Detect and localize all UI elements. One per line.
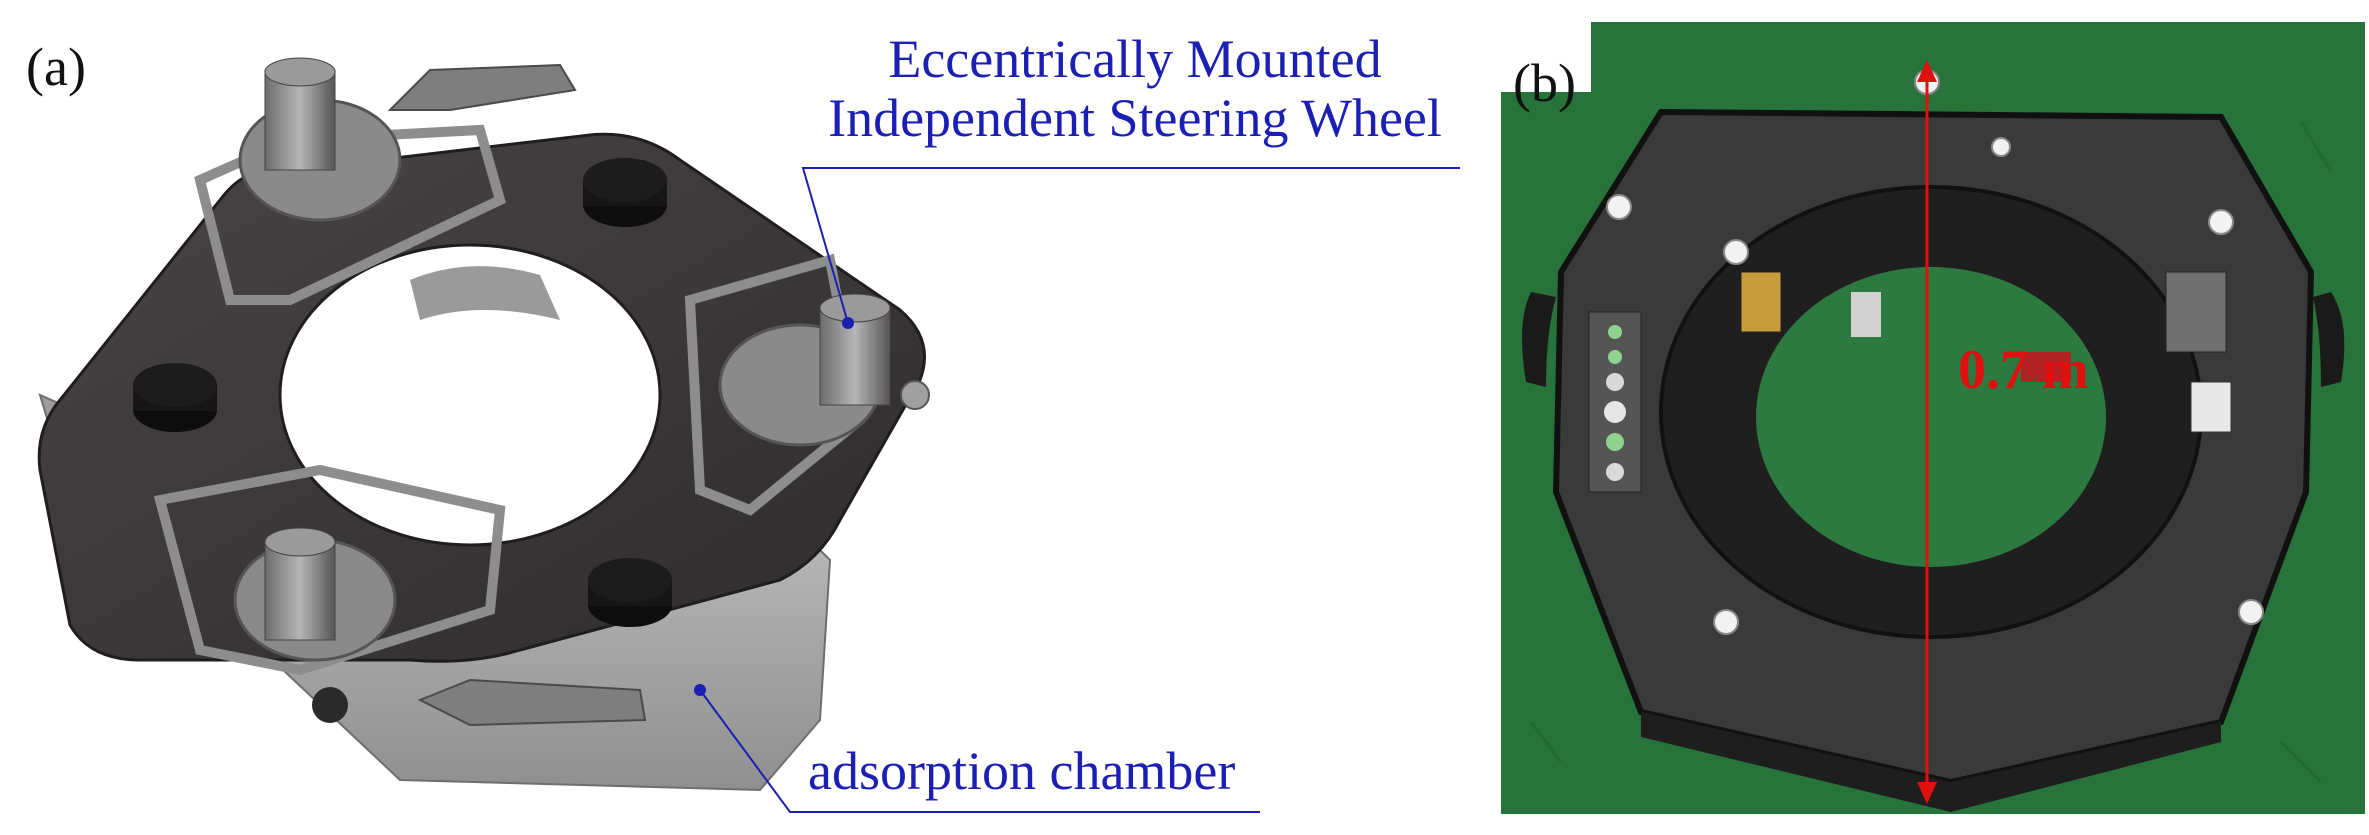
- steering-wheel-modules: [233, 57, 891, 662]
- wheel-callout-dot: [842, 317, 854, 329]
- reflective-markers: [1606, 69, 2264, 635]
- robot-handles: [312, 63, 930, 727]
- panel-label-a: (a): [26, 37, 86, 97]
- steering-wheel-callout-line2: Independent Steering Wheel: [828, 88, 1442, 149]
- panel-b-photo: (b): [1501, 22, 2365, 814]
- steering-wheel-callout-line1: Eccentrically Mounted: [888, 29, 1382, 89]
- steering-wheel-callout: Eccentrically Mounted Independent Steeri…: [795, 29, 1475, 149]
- panel-label-b: (b): [1513, 53, 1576, 113]
- sensor-module: [2190, 381, 2232, 433]
- suction-cups: [133, 158, 672, 627]
- callout-leaders: [699, 167, 1460, 813]
- side-panel: [2165, 271, 2227, 353]
- center-hole: [1756, 267, 2106, 567]
- panel-a-cad-render: (a) Eccentrically Mounted Independent St…: [26, 29, 1475, 813]
- robot-photo-illustration: [1501, 22, 2345, 812]
- dimension-arrow: [1917, 60, 1937, 804]
- top-plate: [37, 132, 926, 663]
- dimension-label: 0.7 m: [1958, 339, 2089, 401]
- panel-label-b-background: [1501, 22, 1591, 92]
- adsorption-chamber-callout: adsorption chamber: [808, 741, 1236, 801]
- wiring-bundle: [1851, 292, 1881, 337]
- electronics-box: [1740, 271, 1782, 333]
- left-handle: [1522, 292, 1556, 387]
- robot-cad-illustration: [37, 57, 1460, 813]
- battery-pack: [2021, 352, 2071, 382]
- right-handle: [2313, 292, 2345, 387]
- chamber-callout-dot: [694, 684, 706, 696]
